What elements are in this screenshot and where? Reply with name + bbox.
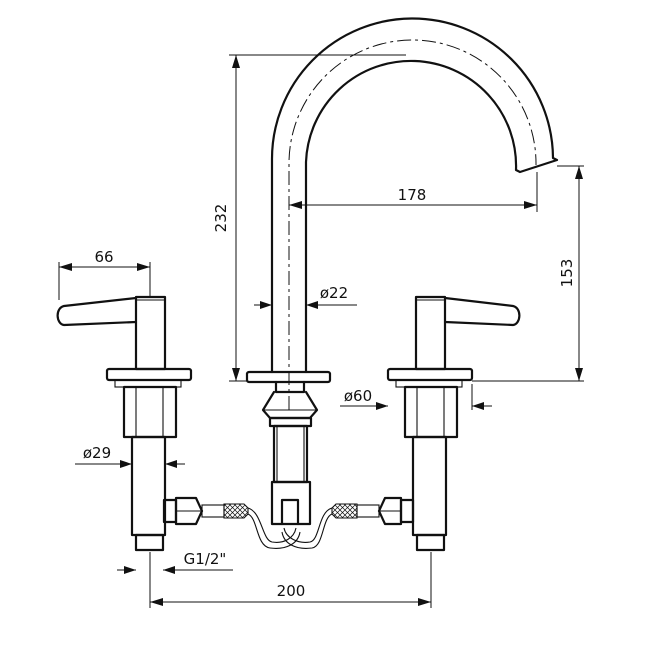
label-height-total: 232: [212, 204, 230, 233]
label-base-diameter: ø60: [344, 387, 372, 405]
label-body-diameter: ø29: [83, 444, 111, 462]
left-hose-connector: [162, 496, 301, 549]
spout-base: [245, 370, 332, 526]
label-spout-outlet-height: 153: [558, 259, 576, 288]
label-spout-reach: 178: [398, 186, 427, 204]
spout: [270, 17, 559, 410]
label-handle-reach: 66: [94, 248, 113, 266]
dimension-connection-thread: G1/2": [117, 550, 233, 574]
dimension-body-diameter: ø29: [75, 444, 185, 468]
dimension-spout-diameter: ø22: [254, 284, 357, 309]
dimension-spout-outlet-height: 153: [472, 165, 584, 382]
label-spout-diameter: ø22: [320, 284, 348, 302]
label-center-distance: 200: [277, 582, 306, 600]
dimension-handle-reach: 66: [58, 248, 151, 300]
dimension-center-distance: 200: [149, 552, 432, 608]
left-valve: [56, 295, 193, 552]
right-hose-connector: [281, 496, 415, 549]
right-valve: [386, 295, 521, 552]
dimension-height-total: 232: [212, 54, 406, 382]
dimension-spout-reach: 178: [289, 172, 538, 212]
dimension-base-diameter: ø60: [340, 384, 492, 410]
label-connection-thread: G1/2": [184, 550, 227, 568]
